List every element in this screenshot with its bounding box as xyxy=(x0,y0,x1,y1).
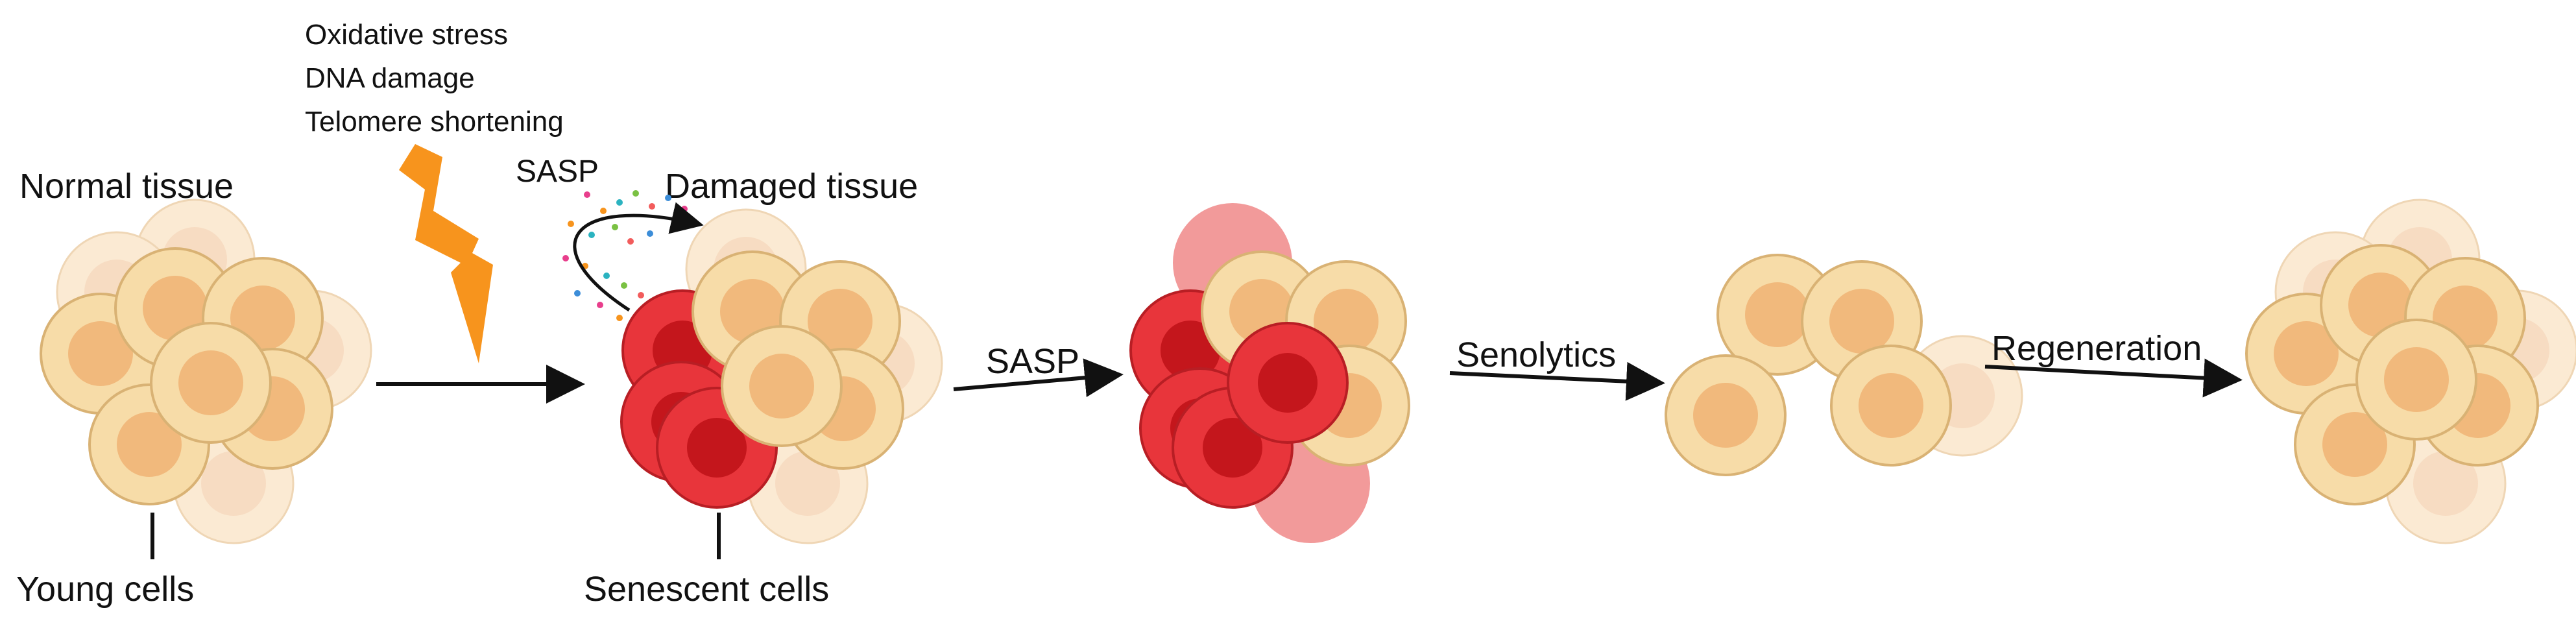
stressor-dna-damage: DNA damage xyxy=(305,62,475,94)
sasp-particle xyxy=(603,273,610,279)
cluster-normal-tissue xyxy=(40,199,372,544)
sasp-particle xyxy=(588,232,595,238)
sasp-particle xyxy=(600,208,607,214)
stressor-telomere-shortening: Telomere shortening xyxy=(305,106,564,138)
cluster-senescent-tissue xyxy=(1129,203,1410,543)
arrow-sasp-secretion xyxy=(573,202,704,312)
arrow-sasp-spread xyxy=(953,358,1124,398)
sasp-particle xyxy=(681,206,688,212)
sasp-particle xyxy=(647,230,653,237)
sasp-particle xyxy=(627,238,634,245)
label-damaged-tissue: Damaged tissue xyxy=(665,167,918,206)
arrow-senolytics xyxy=(1449,361,1665,401)
cluster-regenerated-tissue xyxy=(2245,199,2576,544)
label-regeneration: Regeneration xyxy=(1992,329,2202,368)
label-sasp-secretion: SASP xyxy=(516,154,599,189)
sasp-particle xyxy=(568,221,574,227)
sasp-particle xyxy=(616,199,623,206)
lightning-bolt-icon xyxy=(399,144,493,363)
stressor-list: Oxidative stress DNA damage Telomere sho… xyxy=(305,19,564,138)
sasp-particle xyxy=(632,190,639,197)
label-senescent-cells: Senescent cells xyxy=(584,570,829,609)
sasp-particle xyxy=(638,292,644,298)
sasp-particle xyxy=(574,290,581,297)
sasp-particle xyxy=(621,282,627,289)
sasp-particle xyxy=(612,224,618,230)
sasp-particle xyxy=(649,203,655,210)
stressor-oxidative-stress: Oxidative stress xyxy=(305,19,508,51)
cluster-after-senolytics xyxy=(1665,254,2023,476)
sasp-particle xyxy=(562,255,569,261)
sasp-particle xyxy=(597,302,603,308)
sasp-particle xyxy=(616,315,623,321)
cluster-damaged-tissue xyxy=(620,208,943,544)
sasp-particle xyxy=(665,195,671,201)
arrow-regeneration xyxy=(1984,358,2243,398)
label-young-cells: Young cells xyxy=(16,570,194,609)
label-senolytics: Senolytics xyxy=(1456,335,1616,374)
sasp-particle xyxy=(584,191,590,198)
label-sasp-spread: SASP xyxy=(986,342,1079,381)
